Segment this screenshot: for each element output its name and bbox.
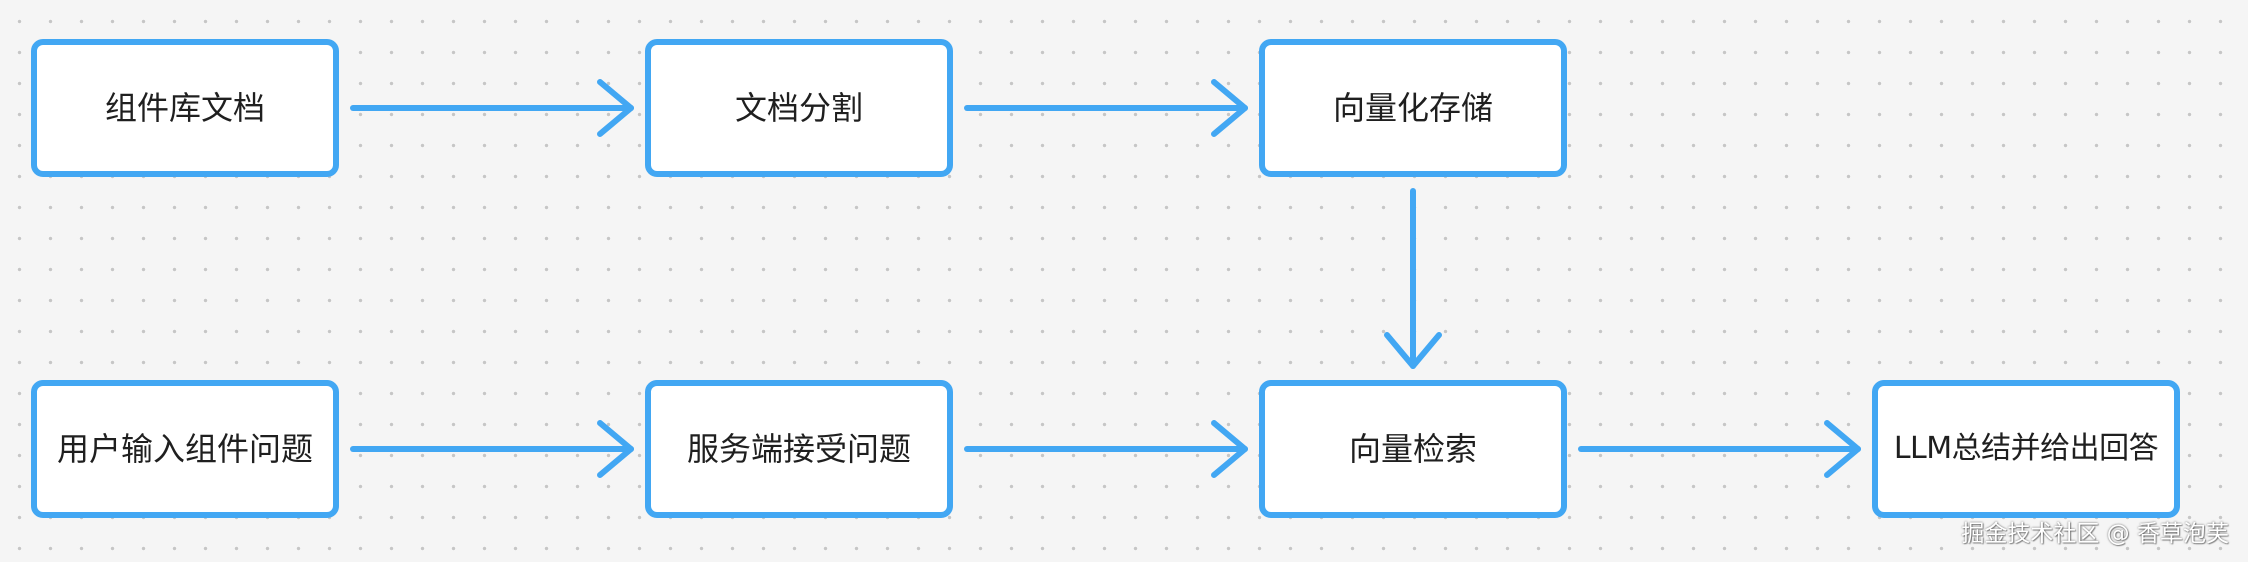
node-vector-search: 向量检索 [1259,380,1567,518]
flow-arrow [350,79,634,137]
node-label: 用户输入组件问题 [56,430,313,468]
node-vector-store: 向量化存储 [1259,39,1567,177]
arrow-head [1824,420,1861,478]
node-doc-split: 文档分割 [645,39,953,177]
node-label: 服务端接受问题 [686,430,911,468]
node-user-question: 用户输入组件问题 [31,380,339,518]
flow-arrow [964,79,1248,137]
arrow-head [597,79,634,137]
arrow-head [597,420,634,478]
node-llm-answer: LLM总结并给出回答 [1872,380,2180,518]
watermark-text: 掘金技术社区 @ 香草泡芙 [1961,521,2229,547]
arrow-head [1211,420,1248,478]
node-component-docs: 组件库文档 [31,39,339,177]
node-label: 向量检索 [1348,430,1477,468]
node-server-receive: 服务端接受问题 [645,380,953,518]
flow-arrow [1578,420,1861,478]
node-label: 组件库文档 [104,89,265,127]
node-label: 向量化存储 [1332,89,1493,127]
arrow-head [1384,332,1442,369]
flow-arrow [964,420,1248,478]
flow-arrow [350,420,634,478]
node-label: LLM总结并给出回答 [1893,431,2159,466]
flow-arrow [1384,188,1442,369]
arrow-head [1211,79,1248,137]
node-label: 文档分割 [734,89,863,127]
